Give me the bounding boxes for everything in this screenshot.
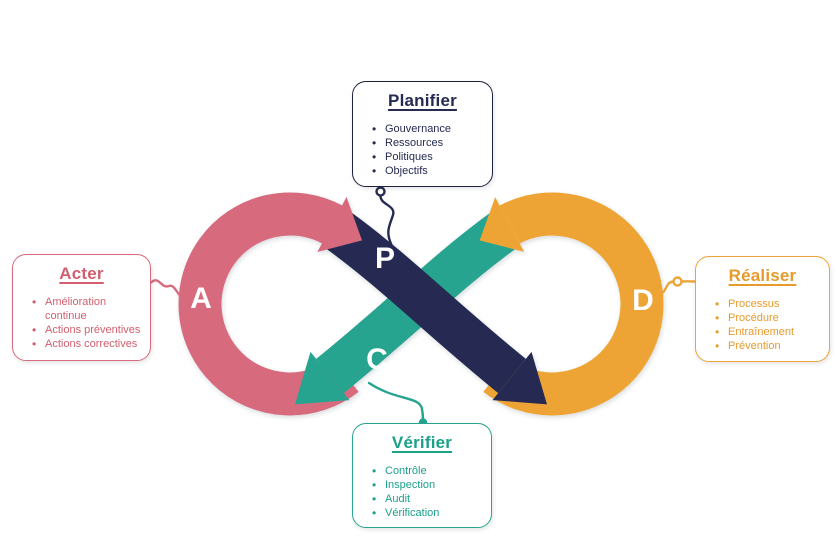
bullet-item: Vérification [372,506,483,520]
planifier-list: GouvernanceRessourcesPolitiquesObjectifs [357,122,488,178]
do-loop-arc [483,192,664,416]
check-band-arrowhead [295,351,350,405]
verifier-title: Vérifier [391,433,453,452]
do-connector-anchor [672,276,683,287]
act-letter: A [190,282,212,315]
bullet-item: Inspection [372,478,483,492]
bullet-item: Actions correctives [32,337,142,351]
planifier-box: Planifier GouvernanceRessourcesPolitique… [352,81,493,187]
act-loop-arrowhead [317,197,362,252]
bullet-item: Audit [372,492,483,506]
bullet-item: Contrôle [372,464,483,478]
realiser-title: Réaliser [728,266,797,285]
bullet-item: Procédure [715,311,821,325]
bullet-item: Entraînement [715,325,821,339]
bullet-item: Processus [715,297,821,311]
realiser-box: Réaliser ProcessusProcédureEntraînementP… [695,256,830,362]
act-loop-arc [178,192,359,416]
plan-connector-anchor [375,186,386,197]
planifier-title: Planifier [388,91,457,110]
infinity-loop [178,192,664,416]
do-connector-line [658,280,675,296]
bullet-item: Gouvernance [372,122,484,136]
check-connector-line [367,381,425,422]
plan-letter: P [374,242,396,275]
bullet-item: Ressources [372,136,484,150]
check-letter: C [366,343,388,376]
act-connector-line [149,279,183,298]
plan-band-arrowhead [492,351,547,405]
bullet-item: Amélioration continue [32,295,142,323]
plan-band [325,212,526,394]
do-letter: D [632,284,654,317]
acter-box: Acter Amélioration continueActions préve… [12,254,151,361]
verifier-box: Vérifier ContrôleInspectionAuditVérifica… [352,423,492,528]
realiser-list: ProcessusProcédureEntraînementPrévention [700,297,825,353]
bullet-item: Prévention [715,339,821,353]
acter-list: Amélioration continueActions préventives… [17,295,146,351]
do-loop-arrowhead [479,197,525,252]
bullet-item: Objectifs [372,164,484,178]
bullet-item: Politiques [372,150,484,164]
bullet-item: Actions préventives [32,323,142,337]
plan-connector-line [379,194,395,247]
acter-title: Acter [59,264,104,283]
verifier-list: ContrôleInspectionAuditVérification [357,464,487,520]
